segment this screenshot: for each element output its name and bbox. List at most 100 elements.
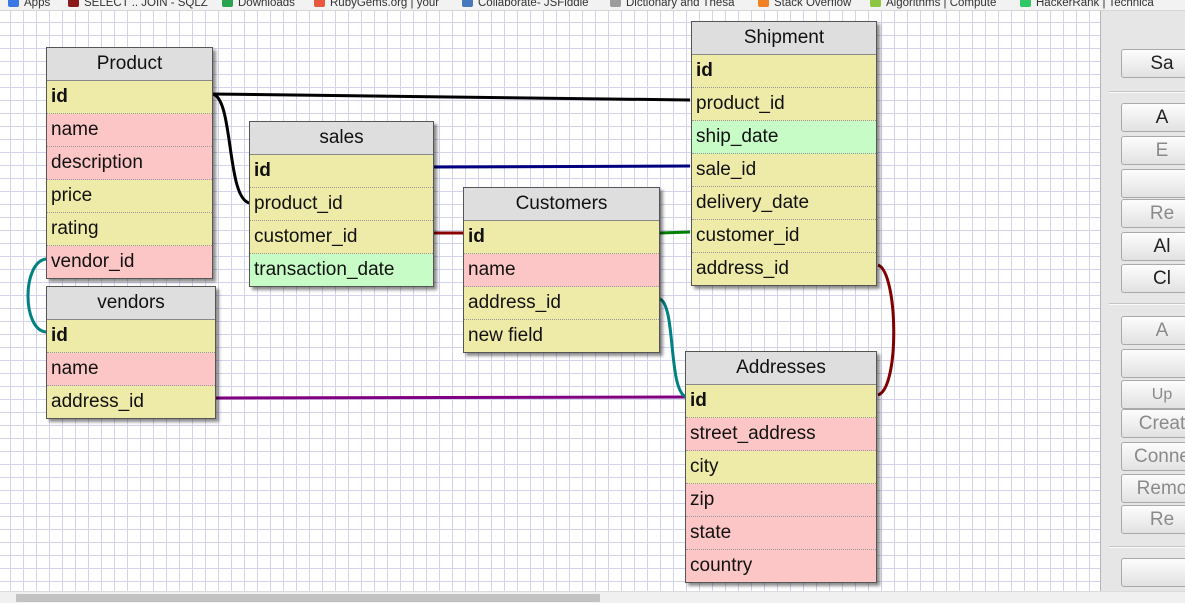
field-row[interactable]: id xyxy=(47,81,212,114)
field-row[interactable]: price xyxy=(47,180,212,213)
relation-product-vendors[interactable] xyxy=(26,257,47,334)
bookmark-apps[interactable]: Apps xyxy=(8,0,51,10)
bookmark-hackerrank[interactable]: HackerRank | Technica xyxy=(1020,0,1154,10)
relation-customers-shipment[interactable] xyxy=(659,230,691,235)
field-row[interactable]: delivery_date xyxy=(692,187,876,220)
table-vendors[interactable]: vendors id name address_id xyxy=(46,286,216,419)
field-row[interactable]: street_address xyxy=(686,418,876,451)
scrollbar-thumb[interactable] xyxy=(16,594,600,602)
bookmark-label: Apps xyxy=(24,0,51,9)
table-title[interactable]: Customers xyxy=(464,188,659,221)
field-row[interactable]: address_id xyxy=(47,386,215,418)
field-row[interactable]: rating xyxy=(47,213,212,246)
table-title[interactable]: vendors xyxy=(47,287,215,320)
field-row[interactable]: address_id xyxy=(464,287,659,320)
rubygems-icon xyxy=(314,0,325,7)
field-row[interactable]: customer_id xyxy=(250,221,433,254)
leaf-icon xyxy=(870,0,881,7)
field-row[interactable]: product_id xyxy=(692,88,876,121)
field-row[interactable]: id xyxy=(464,221,659,254)
align-tables-button[interactable]: Al xyxy=(1121,232,1185,261)
panel-divider xyxy=(1109,303,1185,305)
connect-foreign-key-button[interactable]: Conne xyxy=(1121,442,1185,471)
field-row[interactable]: country xyxy=(686,550,876,582)
table-title[interactable]: sales xyxy=(250,122,433,155)
panel-button-blank[interactable] xyxy=(1121,349,1185,378)
field-row[interactable]: address_id xyxy=(692,253,876,285)
relation-vendors-addresses[interactable] xyxy=(215,395,687,400)
add-field-button[interactable]: A xyxy=(1121,316,1185,345)
hackerrank-icon xyxy=(1020,0,1031,7)
panel-divider xyxy=(1109,91,1185,93)
table-sales[interactable]: sales id product_id customer_id transact… xyxy=(249,121,434,287)
field-row[interactable]: name xyxy=(464,254,659,287)
field-row[interactable]: sale_id xyxy=(692,154,876,187)
bookmark-dictionary[interactable]: Dictionary and Thesa xyxy=(610,0,735,10)
tool-panel: Sa A E Re Al Cl A Up Creat Conne Remo Re xyxy=(1100,11,1185,591)
bookmark-label: HackerRank | Technica xyxy=(1036,0,1154,9)
sqlzoo-icon xyxy=(68,0,79,7)
table-shipment[interactable]: Shipment id product_id ship_date sale_id… xyxy=(691,21,877,286)
edit-table-button[interactable]: E xyxy=(1121,136,1185,165)
bookmark-algorithms[interactable]: Algorithms | Compute xyxy=(870,0,997,10)
table-title[interactable]: Shipment xyxy=(692,22,876,55)
reset-button[interactable]: Re xyxy=(1121,505,1185,534)
field-row[interactable]: id xyxy=(47,320,215,353)
bookmark-label: Algorithms | Compute xyxy=(886,0,997,9)
bookmark-label: Downloads xyxy=(238,0,295,9)
field-row[interactable]: name xyxy=(47,353,215,386)
table-title[interactable]: Addresses xyxy=(686,352,876,385)
relation-sales-shipment[interactable] xyxy=(433,164,691,169)
dictionary-icon xyxy=(610,0,621,7)
field-row[interactable]: id xyxy=(250,155,433,188)
field-row[interactable]: vendor_id xyxy=(47,246,212,278)
field-row[interactable]: new field xyxy=(464,320,659,352)
move-up-button[interactable]: Up xyxy=(1121,380,1185,409)
drive-icon xyxy=(222,0,233,7)
apps-grid-icon xyxy=(8,0,19,7)
remove-table-button[interactable]: Re xyxy=(1121,199,1185,228)
table-addresses[interactable]: Addresses id street_address city zip sta… xyxy=(685,351,877,583)
bookmark-label: Dictionary and Thesa xyxy=(626,0,735,9)
field-row[interactable]: ship_date xyxy=(692,121,876,154)
relation-customers-addresses[interactable] xyxy=(659,297,687,399)
bookmark-jsfiddle[interactable]: Collaborate- JSFiddle xyxy=(462,0,589,10)
table-product[interactable]: Product id name description price rating… xyxy=(46,47,213,279)
bookmark-sqlzoo[interactable]: SELECT .. JOIN - SQLZ xyxy=(68,0,208,10)
relation-product-shipment[interactable] xyxy=(211,92,691,102)
table-customers[interactable]: Customers id name address_id new field xyxy=(463,187,660,353)
clear-tables-button[interactable]: Cl xyxy=(1121,264,1185,293)
bookmark-rubygems[interactable]: RubyGems.org | your xyxy=(314,0,440,10)
relations-layer xyxy=(26,92,896,400)
relation-shipment-addresses[interactable] xyxy=(877,263,896,397)
field-row[interactable]: transaction_date xyxy=(250,254,433,286)
field-row[interactable]: zip xyxy=(686,484,876,517)
field-row[interactable]: product_id xyxy=(250,188,433,221)
table-title[interactable]: Product xyxy=(47,48,212,81)
bookmark-stackoverflow[interactable]: Stack Overflow xyxy=(758,0,852,10)
bookmark-label: Stack Overflow xyxy=(774,0,852,9)
bookmark-label: RubyGems.org | your xyxy=(330,0,440,9)
panel-button-bottom[interactable] xyxy=(1121,558,1185,587)
save-button[interactable]: Sa xyxy=(1121,49,1185,78)
field-row[interactable]: id xyxy=(686,385,876,418)
field-row[interactable]: name xyxy=(47,114,212,147)
horizontal-scrollbar[interactable] xyxy=(0,591,1185,603)
field-row[interactable]: customer_id xyxy=(692,220,876,253)
stackoverflow-icon xyxy=(758,0,769,7)
field-row[interactable]: id xyxy=(692,55,876,88)
bookmarks-bar: Apps SELECT .. JOIN - SQLZ Downloads Rub… xyxy=(0,0,1185,11)
panel-divider xyxy=(1109,546,1185,548)
panel-button-blank[interactable] xyxy=(1121,169,1185,198)
bookmark-downloads[interactable]: Downloads xyxy=(222,0,295,10)
field-row[interactable]: city xyxy=(686,451,876,484)
bookmark-label: SELECT .. JOIN - SQLZ xyxy=(84,0,208,9)
remove-field-button[interactable]: Remo xyxy=(1121,474,1185,503)
add-table-button[interactable]: A xyxy=(1121,103,1185,132)
create-foreign-key-button[interactable]: Creat xyxy=(1121,409,1185,438)
relation-product-sales[interactable] xyxy=(211,92,251,205)
bookmark-label: Collaborate- JSFiddle xyxy=(478,0,589,9)
field-row[interactable]: description xyxy=(47,147,212,180)
jsfiddle-icon xyxy=(462,0,473,7)
field-row[interactable]: state xyxy=(686,517,876,550)
